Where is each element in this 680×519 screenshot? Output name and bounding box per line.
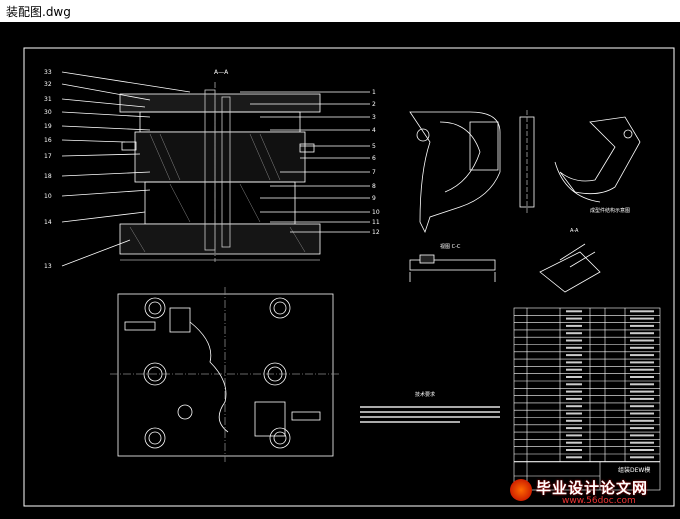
callout: 19 — [44, 123, 52, 130]
table-cell-mark — [566, 361, 582, 363]
callout: 7 — [372, 169, 376, 176]
table-cell-mark — [566, 369, 582, 371]
assembly-section-view: A—A — [62, 69, 370, 266]
window-title: 装配图.dwg — [6, 3, 71, 20]
callout: 1 — [372, 89, 376, 96]
table-cell-mark — [566, 376, 582, 378]
cad-drawing: A—A — [0, 22, 680, 515]
table-cell-mark — [630, 434, 654, 436]
watermark-logo-icon — [510, 479, 532, 501]
table-cell-mark — [566, 413, 582, 415]
table-cell-mark — [566, 442, 582, 444]
table-cell-mark — [566, 456, 582, 458]
table-cell-mark — [630, 310, 654, 312]
table-cell-mark — [566, 332, 582, 334]
tech-note-lines — [360, 406, 500, 423]
table-cell-mark — [630, 442, 654, 444]
table-cell-mark — [630, 332, 654, 334]
view-c-label: 视图 C-C — [440, 243, 461, 250]
table-cell-mark — [630, 325, 654, 327]
callout: 17 — [44, 153, 52, 160]
table-cell-mark — [630, 413, 654, 415]
part-label: 成型件结构示意图 — [590, 207, 630, 214]
tech-note-title: 技术要求 — [415, 391, 435, 398]
watermark-url: www.56doc.com — [562, 496, 636, 506]
callout: 33 — [44, 69, 52, 76]
table-cell-mark — [566, 340, 582, 342]
table-cell-mark — [566, 398, 582, 400]
watermark: 毕业设计论文网 www.56doc.com — [506, 477, 676, 513]
tech-notes: 技术要求 — [360, 391, 500, 423]
callout: 6 — [372, 155, 376, 162]
table-cell-mark — [630, 347, 654, 349]
table-cell-mark — [566, 347, 582, 349]
callout: 9 — [372, 195, 376, 202]
callout: 30 — [44, 109, 52, 116]
callout: 16 — [44, 137, 52, 144]
callout: 2 — [372, 101, 376, 108]
section-label: A—A — [214, 69, 229, 76]
watermark-brand: 毕业设计论文网 — [536, 477, 648, 498]
callout: 32 — [44, 81, 52, 88]
callout: 4 — [372, 127, 376, 134]
callouts-left: 33 32 31 30 19 16 17 18 10 14 13 — [44, 69, 52, 270]
part-labels: 视图 C-C A-A 成型件结构示意图 — [440, 207, 630, 250]
table-cell-mark — [630, 420, 654, 422]
callout: 31 — [44, 96, 52, 103]
table-cell-mark — [630, 391, 654, 393]
callout: 12 — [372, 229, 380, 236]
callout: 13 — [44, 263, 52, 270]
callout: 11 — [372, 219, 380, 226]
title-block-name: 组装DEW模 — [618, 466, 650, 474]
table-cell-mark — [630, 449, 654, 451]
table-cell-mark — [566, 449, 582, 451]
table-cell-mark — [566, 325, 582, 327]
table-cell-mark — [630, 361, 654, 363]
part-views — [410, 110, 640, 292]
table-cell-mark — [566, 318, 582, 320]
table-cell-mark — [566, 405, 582, 407]
table-cell-mark — [566, 391, 582, 393]
callout: 10 — [44, 193, 52, 200]
parts-list-text — [566, 310, 654, 458]
callout: 14 — [44, 219, 52, 226]
table-cell-mark — [630, 398, 654, 400]
view-b-label: A-A — [570, 228, 579, 234]
table-cell-mark — [630, 369, 654, 371]
table-cell-mark — [566, 310, 582, 312]
drawing-canvas[interactable]: A—A — [0, 22, 680, 515]
callouts-right: 1 2 3 4 5 6 7 8 9 10 11 12 — [372, 89, 380, 236]
table-cell-mark — [566, 434, 582, 436]
table-cell-mark — [566, 420, 582, 422]
table-cell-mark — [630, 340, 654, 342]
plan-view — [110, 287, 340, 462]
table-cell-mark — [630, 354, 654, 356]
table-cell-mark — [630, 383, 654, 385]
callout: 3 — [372, 114, 376, 121]
table-cell-mark — [630, 405, 654, 407]
table-cell-mark — [566, 354, 582, 356]
table-cell-mark — [630, 318, 654, 320]
table-cell-mark — [630, 427, 654, 429]
table-cell-mark — [630, 376, 654, 378]
table-cell-mark — [566, 427, 582, 429]
callout: 18 — [44, 173, 52, 180]
table-cell-mark — [630, 456, 654, 458]
callout: 10 — [372, 209, 380, 216]
callout: 8 — [372, 183, 376, 190]
table-cell-mark — [566, 383, 582, 385]
window-titlebar: 装配图.dwg — [0, 0, 680, 23]
callout: 5 — [372, 143, 376, 150]
